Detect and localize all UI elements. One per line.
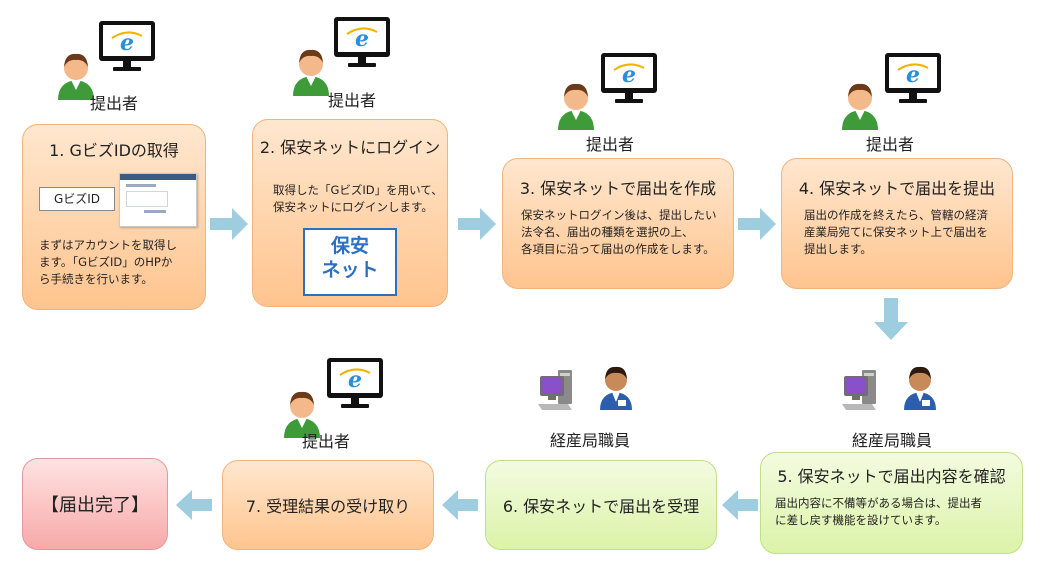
step-6-title: 6. 保安ネットで届出を受理 <box>502 497 700 516</box>
step-3-desc: 保安ネットログイン後は、提出したい 法令名、届出の種類を選択の上、 各項目に沿っ… <box>521 208 717 256</box>
right-arrow-icon <box>458 208 496 240</box>
person-icon <box>842 83 878 130</box>
step-4-desc: 届出の作成を終えたら、管轄の経済 産業局宛てに保安ネット上で届出を 提出します。 <box>804 208 988 256</box>
step-2-title: 2. 保安ネットにログイン <box>259 138 441 157</box>
internet-explorer-icon <box>326 357 384 409</box>
left-arrow-icon <box>722 490 758 520</box>
down-arrow-icon <box>874 298 908 340</box>
step-3-title: 3. 保安ネットで届出を作成 <box>519 179 717 198</box>
left-arrow-icon <box>176 490 212 520</box>
step-5-desc: 届出内容に不備等がある場合は、提出者 に差し戻す機能を設けています。 <box>775 496 982 527</box>
internet-explorer-icon <box>600 52 658 104</box>
step-2-box: 2. 保安ネットにログイン 取得した「GビズID」を用いて、 保安ネットにログイ… <box>252 119 448 307</box>
step-5-title: 5. 保安ネットで届出内容を確認 <box>777 467 1006 486</box>
internet-explorer-icon <box>333 16 391 68</box>
step-6-box: 6. 保安ネットで届出を受理 <box>485 460 717 550</box>
step-1-desc: まずはアカウントを取得し ます。「GビズID」のHPか ら手続きを行います。 <box>39 238 177 286</box>
actor-label: 提出者 <box>301 432 350 451</box>
right-arrow-icon <box>210 208 248 240</box>
actor-label: 提出者 <box>89 94 138 113</box>
actor-label: 経産局職員 <box>549 431 630 450</box>
step-1-title: 1. GビズIDの取得 <box>49 141 179 160</box>
actor-label: 提出者 <box>585 135 634 154</box>
right-arrow-icon <box>738 208 776 240</box>
internet-explorer-icon <box>98 20 156 72</box>
completion-title: 【届出完了】 <box>41 495 149 516</box>
desktop-pc-icon <box>842 370 876 410</box>
left-arrow-icon <box>442 490 478 520</box>
actor-label: 経産局職員 <box>851 431 932 450</box>
actor-label: 提出者 <box>865 135 914 154</box>
step-7-box: 7. 受理結果の受け取り <box>222 460 434 550</box>
gbizid-screenshot-icon <box>119 173 197 227</box>
office-worker-icon <box>600 366 632 410</box>
actor-label: 提出者 <box>327 91 376 110</box>
office-worker-icon <box>904 366 936 410</box>
person-icon <box>558 83 594 130</box>
completion-box: 【届出完了】 <box>22 458 168 550</box>
step-4-title: 4. 保安ネットで届出を提出 <box>798 179 996 198</box>
step-2-desc: 取得した「GビズID」を用いて、 保安ネットにログインします。 <box>273 183 443 214</box>
step-7-title: 7. 受理結果の受け取り <box>245 497 411 516</box>
step-4-box: 4. 保安ネットで届出を提出 届出の作成を終えたら、管轄の経済 産業局宛てに保安… <box>781 158 1013 289</box>
step-1-box: 1. GビズIDの取得 GビズID まずはアカウントを取得し ます。「GビズID… <box>22 124 206 310</box>
gbizid-badge: GビズID <box>39 187 115 211</box>
internet-explorer-icon <box>884 52 942 104</box>
desktop-pc-icon <box>538 370 572 410</box>
step-5-box: 5. 保安ネットで届出内容を確認 届出内容に不備等がある場合は、提出者 に差し戻… <box>760 452 1023 554</box>
hoan-net-logo: 保安 ネット <box>303 228 397 296</box>
step-3-box: 3. 保安ネットで届出を作成 保安ネットログイン後は、提出したい 法令名、届出の… <box>502 158 734 289</box>
